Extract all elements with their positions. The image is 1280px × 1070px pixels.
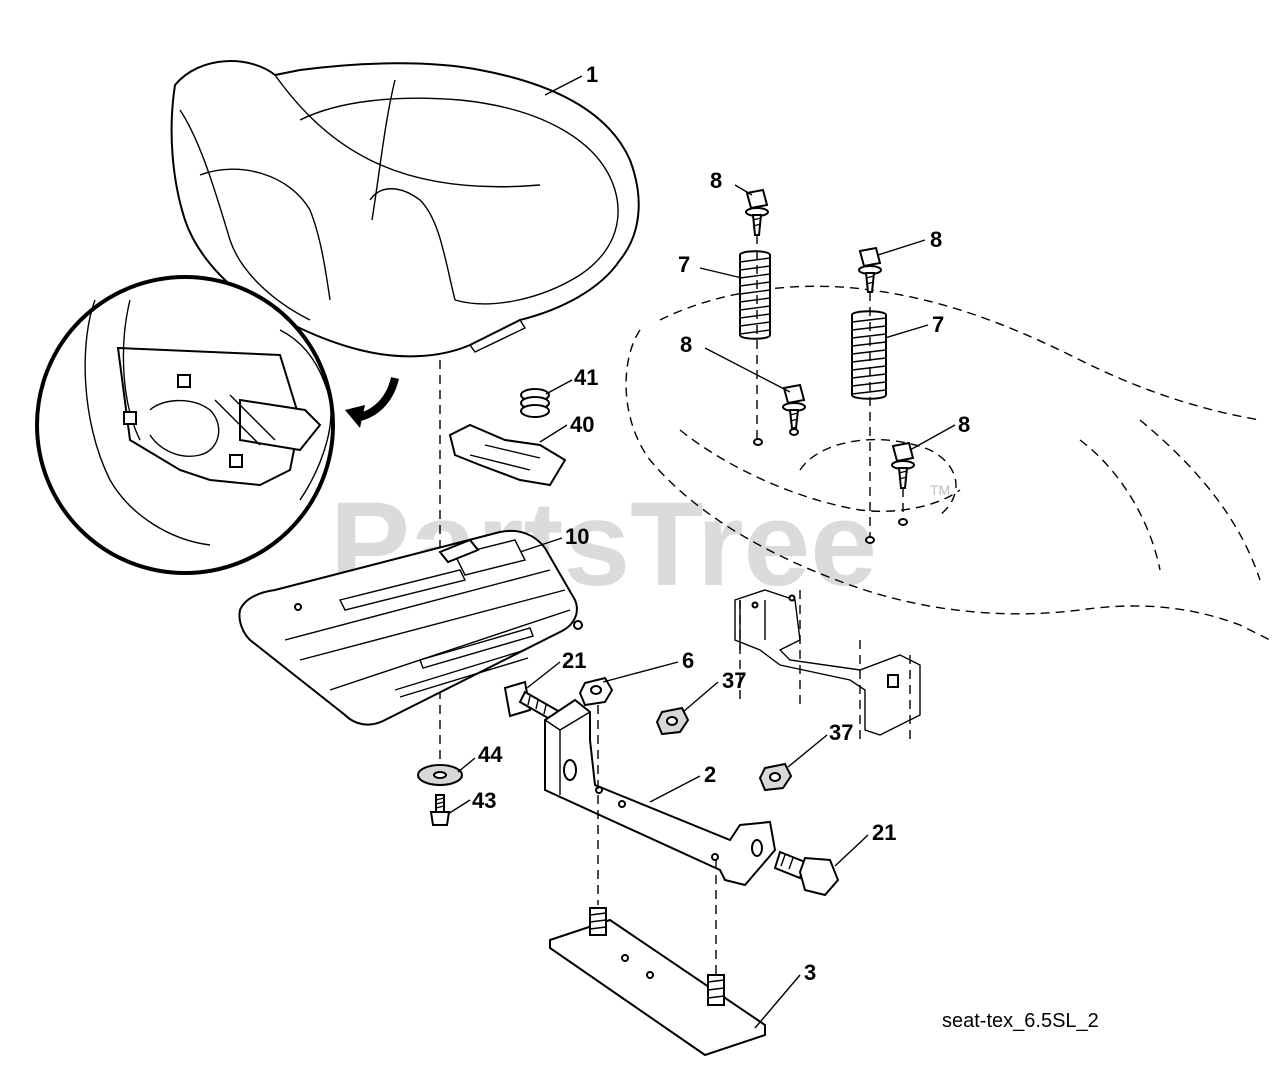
spring-7-left[interactable] — [739, 250, 771, 340]
callout-10: 10 — [565, 524, 589, 549]
callout-6: 6 — [682, 648, 694, 673]
callout-21-b: 21 — [872, 820, 896, 845]
callout-2: 2 — [704, 762, 716, 787]
seat-bracket-40[interactable] — [448, 423, 567, 487]
callout-44: 44 — [478, 742, 503, 767]
callout-8-c: 8 — [680, 332, 692, 357]
bolt-43[interactable] — [429, 794, 451, 826]
nut-37-lower[interactable] — [758, 762, 793, 792]
seat-pan-10[interactable] — [238, 529, 583, 726]
spring-7-right[interactable] — [851, 310, 887, 400]
seat[interactable] — [170, 60, 640, 358]
washer-44[interactable] — [417, 764, 463, 786]
callout-21-a: 21 — [562, 648, 586, 673]
frame-brackets — [734, 589, 921, 736]
screw-8-c[interactable] — [782, 383, 806, 429]
callout-37-a: 37 — [722, 668, 746, 693]
inset-detail — [35, 275, 399, 575]
spring-41[interactable] — [520, 388, 550, 418]
watermark-trademark: TM — [930, 482, 950, 498]
callout-41: 41 — [574, 365, 598, 390]
mounting-plate-3[interactable] — [549, 907, 766, 1057]
bolt-21-right[interactable] — [773, 850, 840, 897]
nut-37-upper[interactable] — [655, 706, 690, 736]
nut-6[interactable] — [578, 676, 614, 707]
screw-8-b[interactable] — [858, 246, 882, 293]
callout-7-a: 7 — [678, 252, 690, 277]
leader-lines — [447, 75, 956, 1029]
callout-40: 40 — [570, 412, 594, 437]
callout-8-a: 8 — [710, 168, 722, 193]
callout-37-b: 37 — [829, 720, 853, 745]
pivot-bracket-2[interactable] — [544, 698, 777, 887]
screw-8-d[interactable] — [891, 441, 915, 489]
callout-8-d: 8 — [958, 412, 970, 437]
callout-1: 1 — [586, 62, 598, 87]
screw-8-a[interactable] — [745, 188, 769, 236]
diagram-caption: seat-tex_6.5SL_2 — [942, 1010, 1099, 1032]
callout-3: 3 — [804, 960, 816, 985]
bolt-21-left[interactable] — [503, 680, 562, 724]
frame-holes — [753, 428, 908, 544]
callout-43: 43 — [472, 788, 496, 813]
callout-7-b: 7 — [932, 312, 944, 337]
callout-8-b: 8 — [930, 227, 942, 252]
